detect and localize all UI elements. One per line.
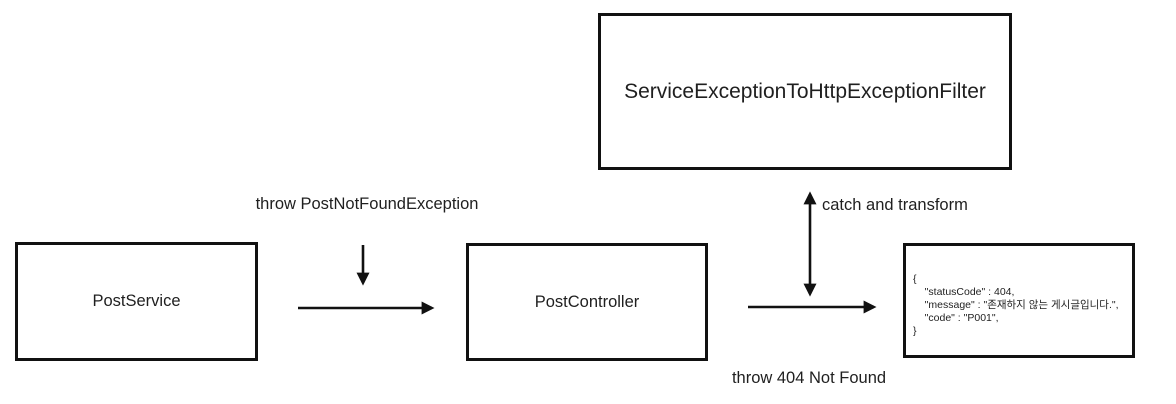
- json-line-code: "code" : "P001",: [913, 312, 999, 324]
- node-post-service-label: PostService: [92, 292, 181, 310]
- label-throw-404-not-found: throw 404 Not Found: [731, 369, 887, 387]
- node-response-json: { "statusCode" : 404, "message" : "존재하지 …: [903, 243, 1135, 358]
- node-post-controller: PostController: [466, 243, 708, 361]
- label-throw-postnotfoundexception: throw PostNotFoundException: [255, 195, 479, 213]
- json-line-message: "message" : "존재하지 않는 게시글입니다.",: [913, 299, 1119, 311]
- json-line-open-brace: {: [913, 273, 917, 285]
- node-filter-label: ServiceExceptionToHttpExceptionFilter: [624, 79, 986, 103]
- label-catch-and-transform: catch and transform: [822, 196, 968, 214]
- node-service-exception-to-http-exception-filter: ServiceExceptionToHttpExceptionFilter: [598, 13, 1012, 170]
- node-post-service: PostService: [15, 242, 258, 361]
- node-post-controller-label: PostController: [534, 292, 640, 311]
- json-line-close-brace: }: [913, 325, 917, 337]
- json-line-status-code: "statusCode" : 404,: [913, 286, 1015, 298]
